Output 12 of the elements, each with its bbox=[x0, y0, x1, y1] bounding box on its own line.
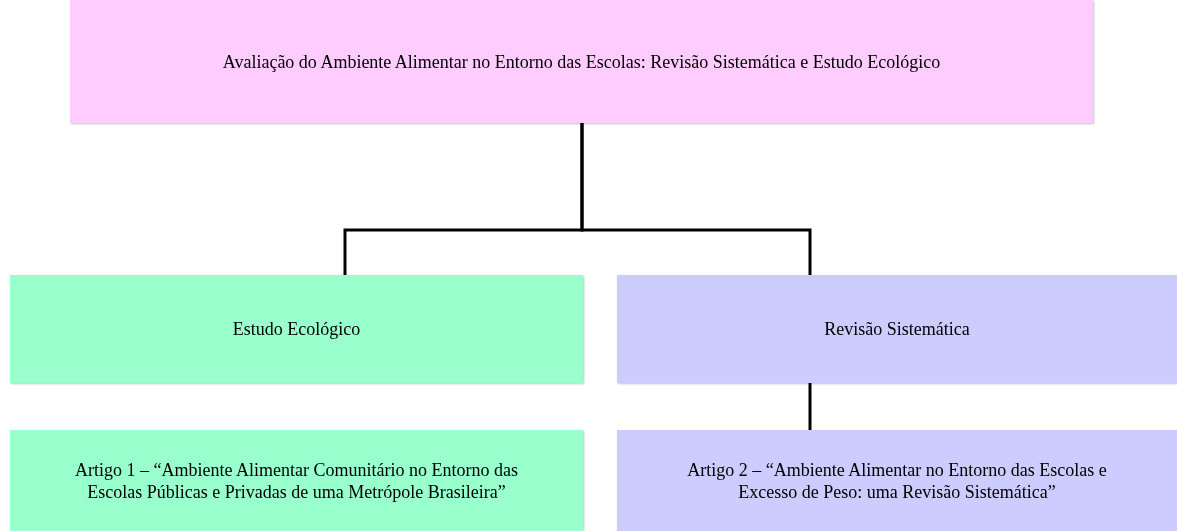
text-box bbox=[10, 430, 583, 531]
connector-line bbox=[808, 383, 812, 430]
text-box bbox=[617, 430, 1177, 531]
text-box bbox=[617, 275, 1177, 383]
text-box bbox=[10, 275, 583, 383]
box-text: Artigo 1 – “Ambiente Alimentar Comunitário no Entorno das Escolas Públicas e Privadas de uma Metrópole Brasileira” bbox=[74, 458, 519, 503]
text-box bbox=[70, 0, 1093, 123]
box-text: Estudo Ecológico bbox=[232, 318, 361, 340]
connector-line bbox=[580, 123, 812, 275]
box-text: Revisão Sistemática bbox=[824, 318, 970, 340]
box-text: Avaliação do Ambiente Alimentar no Entorno das Escolas: Revisão Sistemática e Estudo Ecológico bbox=[222, 50, 941, 73]
box-text: Artigo 2 – “Ambiente Alimentar no Entorno das Escolas e Excesso de Peso: uma Revisão Sistemática” bbox=[686, 458, 1108, 503]
